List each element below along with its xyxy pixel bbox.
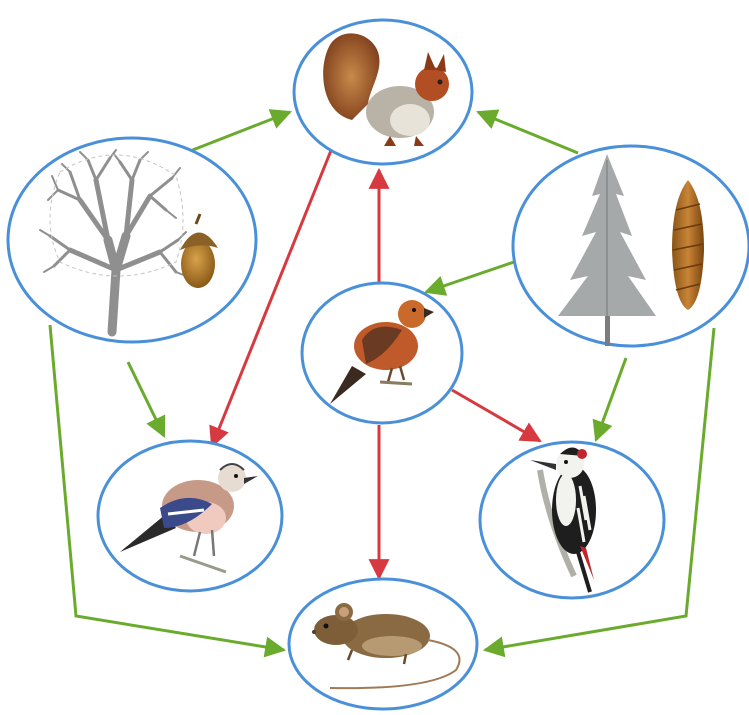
node-mouse: [289, 579, 477, 709]
link-oak-to-squirrel: [185, 112, 290, 153]
link-spruce-to-woodpecker: [596, 358, 626, 440]
node-spruce: [513, 146, 749, 346]
link-spruce-to-crossbill: [426, 262, 514, 292]
node-oak: [8, 138, 256, 342]
node-woodpecker: [480, 442, 664, 598]
node-crossbill: [302, 283, 462, 423]
node-squirrel: [294, 20, 472, 164]
link-oak-to-jay: [128, 362, 164, 436]
link-spruce-to-squirrel: [478, 112, 578, 153]
node-jay: [98, 441, 282, 591]
link-crossbill-to-woodpecker: [452, 390, 540, 441]
